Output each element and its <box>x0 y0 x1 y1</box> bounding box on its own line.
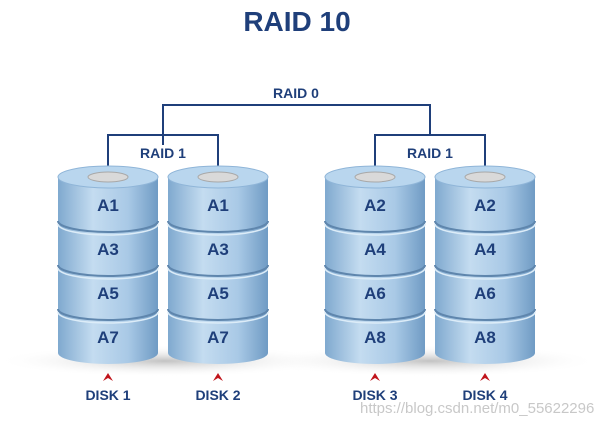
block-label: A4 <box>364 240 386 259</box>
block-label: A5 <box>207 284 229 303</box>
segment-divider <box>57 220 159 233</box>
segment-highlight <box>57 311 159 324</box>
segment-highlight <box>324 311 426 324</box>
segment-divider <box>434 264 536 277</box>
block-label: A2 <box>474 196 496 215</box>
disk-hub <box>354 171 396 183</box>
block-label: A5 <box>97 284 119 303</box>
segment-divider <box>57 264 159 277</box>
segment-divider <box>167 264 269 277</box>
segment-highlight <box>434 267 536 280</box>
segment-divider <box>324 220 426 233</box>
diagram-title: RAID 10 <box>243 6 351 37</box>
block-label: A1 <box>97 196 119 215</box>
disk-body <box>58 177 158 364</box>
block-label: A6 <box>474 284 496 303</box>
disk-name: DISK 3 <box>352 387 397 403</box>
segment-divider <box>167 308 269 321</box>
segment-divider <box>434 220 536 233</box>
watermark: https://blog.csdn.net/m0_55622296 <box>360 400 595 417</box>
block-label: A7 <box>207 328 229 347</box>
segment-highlight <box>434 223 536 236</box>
block-label: A1 <box>207 196 229 215</box>
disk-hub <box>197 171 239 183</box>
raid1-label: RAID 1 <box>140 145 186 161</box>
segment-highlight <box>324 223 426 236</box>
segment-divider <box>324 264 426 277</box>
segment-highlight <box>324 267 426 280</box>
disk-shadow <box>260 345 600 377</box>
disk-hub <box>464 171 506 183</box>
block-label: A7 <box>97 328 119 347</box>
raid1-connector <box>107 134 219 177</box>
raid1-label: RAID 1 <box>407 145 453 161</box>
arrow-up-icon <box>480 373 490 381</box>
segment-divider <box>324 308 426 321</box>
block-label: A3 <box>207 240 229 259</box>
raid0-connector <box>162 104 431 145</box>
segment-divider <box>434 308 536 321</box>
disk-body <box>168 177 268 364</box>
segment-divider <box>167 220 269 233</box>
segment-divider <box>57 308 159 321</box>
raid0-label: RAID 0 <box>273 85 319 101</box>
segment-highlight <box>167 267 269 280</box>
arrow-up-icon <box>103 373 113 381</box>
block-label: A2 <box>364 196 386 215</box>
segment-highlight <box>57 223 159 236</box>
segment-highlight <box>167 311 269 324</box>
arrow-up-icon <box>213 373 223 381</box>
arrow-up-icon <box>370 373 380 381</box>
block-label: A6 <box>364 284 386 303</box>
disk-hub <box>87 171 129 183</box>
block-label: A8 <box>364 328 386 347</box>
disk-name: DISK 2 <box>195 387 240 403</box>
disk-name: DISK 1 <box>85 387 130 403</box>
disk-name: DISK 4 <box>462 387 507 403</box>
block-label: A8 <box>474 328 496 347</box>
segment-highlight <box>57 267 159 280</box>
disk-body <box>325 177 425 364</box>
raid1-connector <box>374 134 486 177</box>
block-label: A3 <box>97 240 119 259</box>
disk-body <box>435 177 535 364</box>
segment-highlight <box>434 311 536 324</box>
block-label: A4 <box>474 240 496 259</box>
segment-highlight <box>167 223 269 236</box>
